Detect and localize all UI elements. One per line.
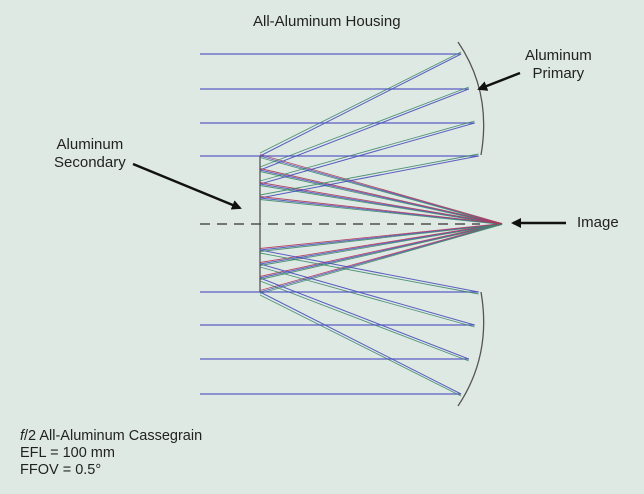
- diagram-title: All-Aluminum Housing: [253, 13, 401, 30]
- secondary-reflected-ray: [259, 223, 503, 279]
- secondary-reflected-ray: [259, 196, 503, 224]
- secondary-reflected-ray: [259, 223, 503, 293]
- primary-reflected-ray: [259, 291, 462, 395]
- secondary-reflected-ray: [259, 169, 503, 225]
- primary-reflected-ray: [259, 280, 469, 362]
- primary-reflected-ray: [259, 155, 479, 199]
- secondary-reflected-ray: [259, 223, 503, 277]
- secondary-reflected-ray: [259, 223, 503, 291]
- caption-line-3: FFOV = 0.5°: [20, 462, 102, 478]
- secondary-reflected-ray: [259, 185, 503, 225]
- secondary-label: Aluminum Secondary: [54, 136, 126, 171]
- secondary-reflected-ray: [259, 224, 503, 266]
- secondary-reflected-ray: [259, 182, 503, 224]
- secondary-reflected-ray: [259, 168, 503, 224]
- secondary-reflected-ray: [259, 197, 503, 225]
- primary-arrow: [477, 71, 521, 91]
- primary-reflected-ray: [259, 153, 479, 196]
- primary-reflected-ray: [259, 263, 475, 326]
- ray-bundle: [200, 51, 503, 397]
- primary-reflected-ray: [259, 249, 479, 293]
- secondary-reflected-ray: [259, 171, 503, 225]
- primary-reflected-ray: [259, 122, 475, 185]
- primary-reflected-ray: [259, 53, 462, 157]
- secondary-reflected-ray: [259, 223, 503, 251]
- primary-label: Aluminum Primary: [525, 47, 592, 82]
- secondary-reflected-ray: [259, 224, 503, 252]
- primary-reflected-ray: [259, 266, 475, 328]
- primary-reflected-ray: [259, 294, 462, 397]
- primary-mirror-upper: [457, 41, 485, 156]
- primary-reflected-ray: [259, 120, 475, 182]
- caption-line-2: EFL = 100 mm: [20, 445, 115, 461]
- secondary-reflected-ray: [259, 199, 503, 225]
- primary-reflected-ray: [259, 51, 462, 154]
- secondary-reflected-ray: [259, 223, 503, 249]
- secondary-reflected-ray: [259, 157, 503, 225]
- secondary-reflected-ray: [259, 154, 503, 224]
- caption-line-1: f/2 All-Aluminum Cassegrain: [20, 428, 203, 444]
- caption: f/2 All-Aluminum Cassegrain EFL = 100 mm…: [20, 428, 202, 479]
- secondary-reflected-ray: [259, 224, 503, 280]
- primary-reflected-ray: [259, 88, 469, 171]
- secondary-reflected-ray: [259, 223, 503, 263]
- secondary-arrow: [132, 162, 242, 210]
- primary-reflected-ray: [259, 86, 469, 168]
- secondary-reflected-ray: [259, 224, 503, 294]
- primary-reflected-ray: [259, 277, 469, 360]
- secondary-reflected-ray: [259, 155, 503, 225]
- primary-reflected-ray: [259, 252, 479, 295]
- primary-mirror-lower: [457, 291, 485, 407]
- image-label: Image: [577, 214, 619, 231]
